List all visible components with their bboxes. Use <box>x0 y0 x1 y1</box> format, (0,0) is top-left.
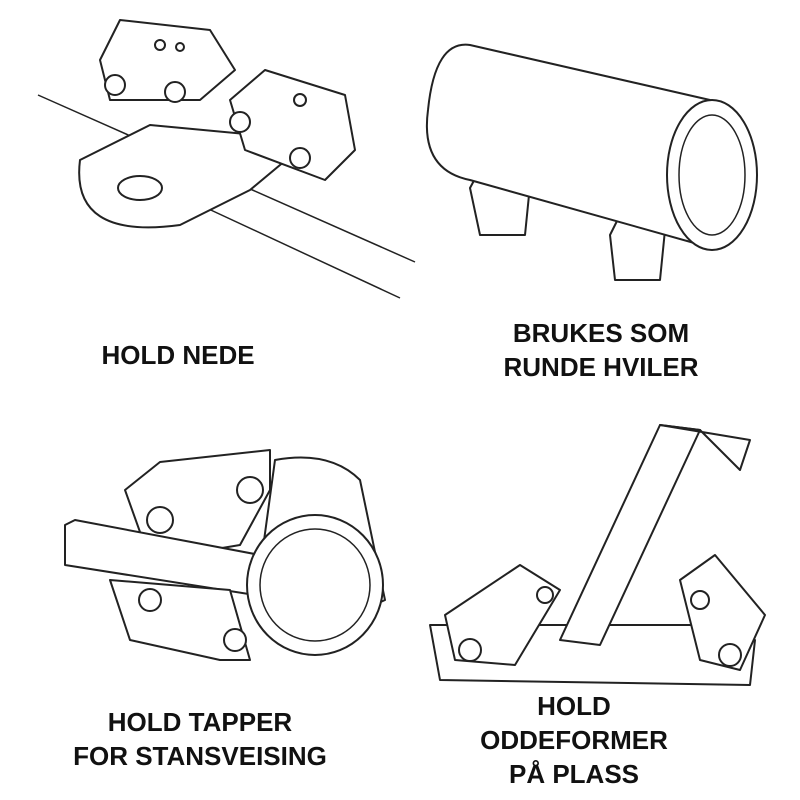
hold-down-illustration <box>37 19 416 299</box>
caption-round-rest: BRUKES SOM RUNDE HVILER <box>503 316 698 384</box>
caption-line: ODDEFORMER <box>480 725 668 755</box>
caption-hold-tabs: HOLD TAPPER FOR STANSVEISING <box>73 705 327 773</box>
hold-odd-shapes-illustration <box>429 424 766 686</box>
caption-line: HOLD <box>537 691 611 721</box>
caption-line: HOLD TAPPER <box>107 707 293 737</box>
caption-line: HOLD NEDE <box>101 340 255 370</box>
caption-line: RUNDE HVILER <box>503 352 699 382</box>
hold-tabs-illustration <box>64 449 386 661</box>
round-rest-illustration <box>426 43 758 281</box>
caption-line: PÅ PLASS <box>508 759 640 789</box>
caption-line: BRUKES SOM <box>512 318 690 348</box>
caption-hold-odd-shapes: HOLD ODDEFORMER PÅ PLASS <box>480 689 668 791</box>
caption-line: FOR STANSVEISING <box>73 741 327 771</box>
caption-hold-down: HOLD NEDE <box>101 338 254 372</box>
